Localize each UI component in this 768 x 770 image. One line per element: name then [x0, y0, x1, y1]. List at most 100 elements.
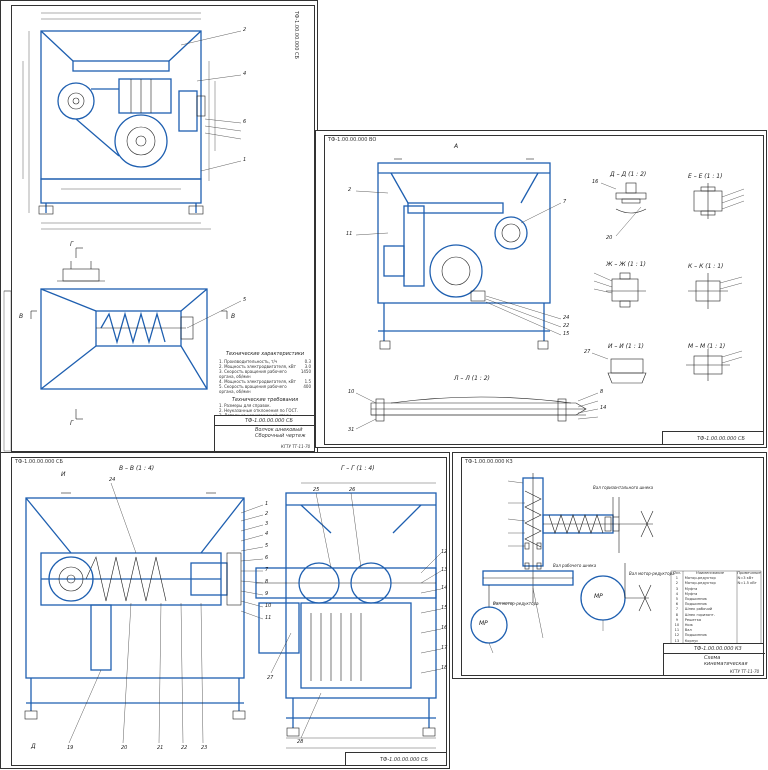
callout: 4 — [243, 71, 247, 77]
stamp-code: ТФ-1.00.00.000 СБ — [245, 418, 293, 424]
callout: 6 — [265, 555, 269, 561]
shaft-label: Вал мотор-редуктора — [493, 601, 539, 606]
title-block: ТФ-1.00.00.000 СБ Волчок шнековый Сбороч… — [214, 415, 316, 452]
table-header: Поз. Наименование Примечание — [673, 571, 761, 575]
callout: 16 — [441, 625, 448, 631]
callout: 2 — [265, 511, 269, 517]
callout: 2 — [348, 187, 352, 193]
callout: 11 — [265, 615, 272, 621]
sheet-views: ТФ-1.00.00.000 ВО — [315, 130, 767, 448]
callout: 7 — [563, 199, 567, 205]
callout: 27 — [584, 349, 591, 355]
callout: 21 — [157, 745, 164, 751]
section-title: К – К (1 : 1) — [688, 263, 724, 270]
callout: 25 — [313, 487, 320, 493]
callout: 17 — [441, 645, 448, 651]
callout: 24 — [109, 477, 116, 483]
section-mark-g: Г — [70, 420, 74, 427]
view-label-a: А — [454, 143, 459, 150]
callout: 15 — [441, 605, 448, 611]
stamp-code: ТФ-1.00.00.000 СБ — [380, 757, 428, 763]
section-title: Е – Е (1 : 1) — [688, 173, 723, 180]
note-row: 5. Скорость вращения рабочего органа, об… — [219, 384, 311, 394]
stamp-title-line: кинематическая — [704, 661, 748, 667]
callout: 26 — [349, 487, 356, 493]
section-title: Ж – Ж (1 : 1) — [606, 261, 646, 268]
callout: 13 — [441, 567, 448, 573]
stamp-title-line: Сборочный чертеж — [255, 433, 306, 439]
callout: 1 — [243, 157, 247, 163]
callout: 5 — [265, 543, 269, 549]
callout: 27 — [267, 675, 274, 681]
callout: 9 — [265, 591, 269, 597]
section-mark-v: В — [231, 313, 236, 320]
sheet-frame — [324, 135, 764, 445]
motor-label: МР — [594, 593, 603, 600]
title-block: ТФ-1.00.00.000 СБ — [662, 431, 764, 445]
callout: 7 — [265, 567, 269, 573]
req-row: 1. Размеры для справок. — [219, 403, 271, 408]
section-title: В – В (1 : 4) — [119, 465, 155, 472]
callout: 22 — [563, 323, 570, 329]
section-mark-v: В — [19, 313, 24, 320]
section-mark-d: Д — [31, 743, 36, 750]
sheet-code: ТФ-1.00.00.000 СБ — [15, 459, 63, 465]
callout: 20 — [121, 745, 128, 751]
callout: 2 — [243, 27, 247, 33]
callout: 14 — [600, 405, 607, 411]
section-title: Г – Г (1 : 4) — [341, 465, 375, 472]
callout: 19 — [67, 745, 74, 751]
callout: 10 — [348, 389, 355, 395]
shaft-label: Вал горизонтального шнека — [593, 485, 654, 490]
callout: 22 — [181, 745, 188, 751]
section-title: М – М (1 : 1) — [688, 343, 726, 350]
callout: 23 — [201, 745, 208, 751]
callout: 14 — [441, 585, 448, 591]
sheet-sections: ТФ-1.00.00.000 СБ — [0, 452, 450, 769]
stamp-title-line: Схема — [704, 655, 721, 661]
sheet-code: ТФ-1.00.00.000 К3 — [465, 459, 513, 465]
callout: 11 — [346, 231, 353, 237]
section-mark-i: И — [61, 471, 66, 478]
sheet-kinematic: ТФ-1.00.00.000 К3 — [452, 452, 767, 679]
callout: 5 — [243, 297, 247, 303]
title-block: ТФ-1.00.00.000 СБ — [345, 752, 447, 766]
callout: 1 — [265, 501, 269, 507]
section-title: Д – Д (1 : 2) — [610, 171, 647, 178]
callout: 18 — [441, 665, 448, 671]
notes-title: Технические характеристики — [225, 351, 305, 357]
stamp-org: КГТУ ТТ-11-70 — [281, 444, 311, 449]
note-row: 3. Скорость вращения рабочего органа, об… — [219, 369, 311, 379]
callout: 8 — [600, 389, 604, 395]
req-row: 2. Неуказанные отклонения по ГОСТ. — [219, 408, 299, 413]
title-block: ТФ-1.00.00.000 К3 Схема кинематическая К… — [663, 643, 765, 676]
callout: 10 — [265, 603, 272, 609]
views-drawing — [355, 158, 745, 430]
sheet-frame — [11, 5, 315, 452]
callout: 20 — [606, 235, 613, 241]
requirements-title: Технические требования — [231, 397, 299, 403]
sheet-frame — [461, 457, 764, 676]
stamp-org: КГТУ ТТ-11-70 — [730, 669, 760, 674]
section-mark-g: Г — [70, 241, 74, 248]
sheet-frame — [11, 457, 447, 766]
sheet-general-assembly: ТФ-1.00.00.000 СБ — [0, 0, 318, 455]
callout: 15 — [563, 331, 570, 337]
callout: 12 — [441, 549, 448, 555]
shaft-label: Вал рабочего шнека — [553, 563, 597, 568]
stamp-title-line: Волчок шнековый — [255, 427, 303, 433]
general-assembly-drawing — [3, 12, 242, 452]
stamp-code: ТФ-1.00.00.000 К3 — [694, 646, 742, 652]
